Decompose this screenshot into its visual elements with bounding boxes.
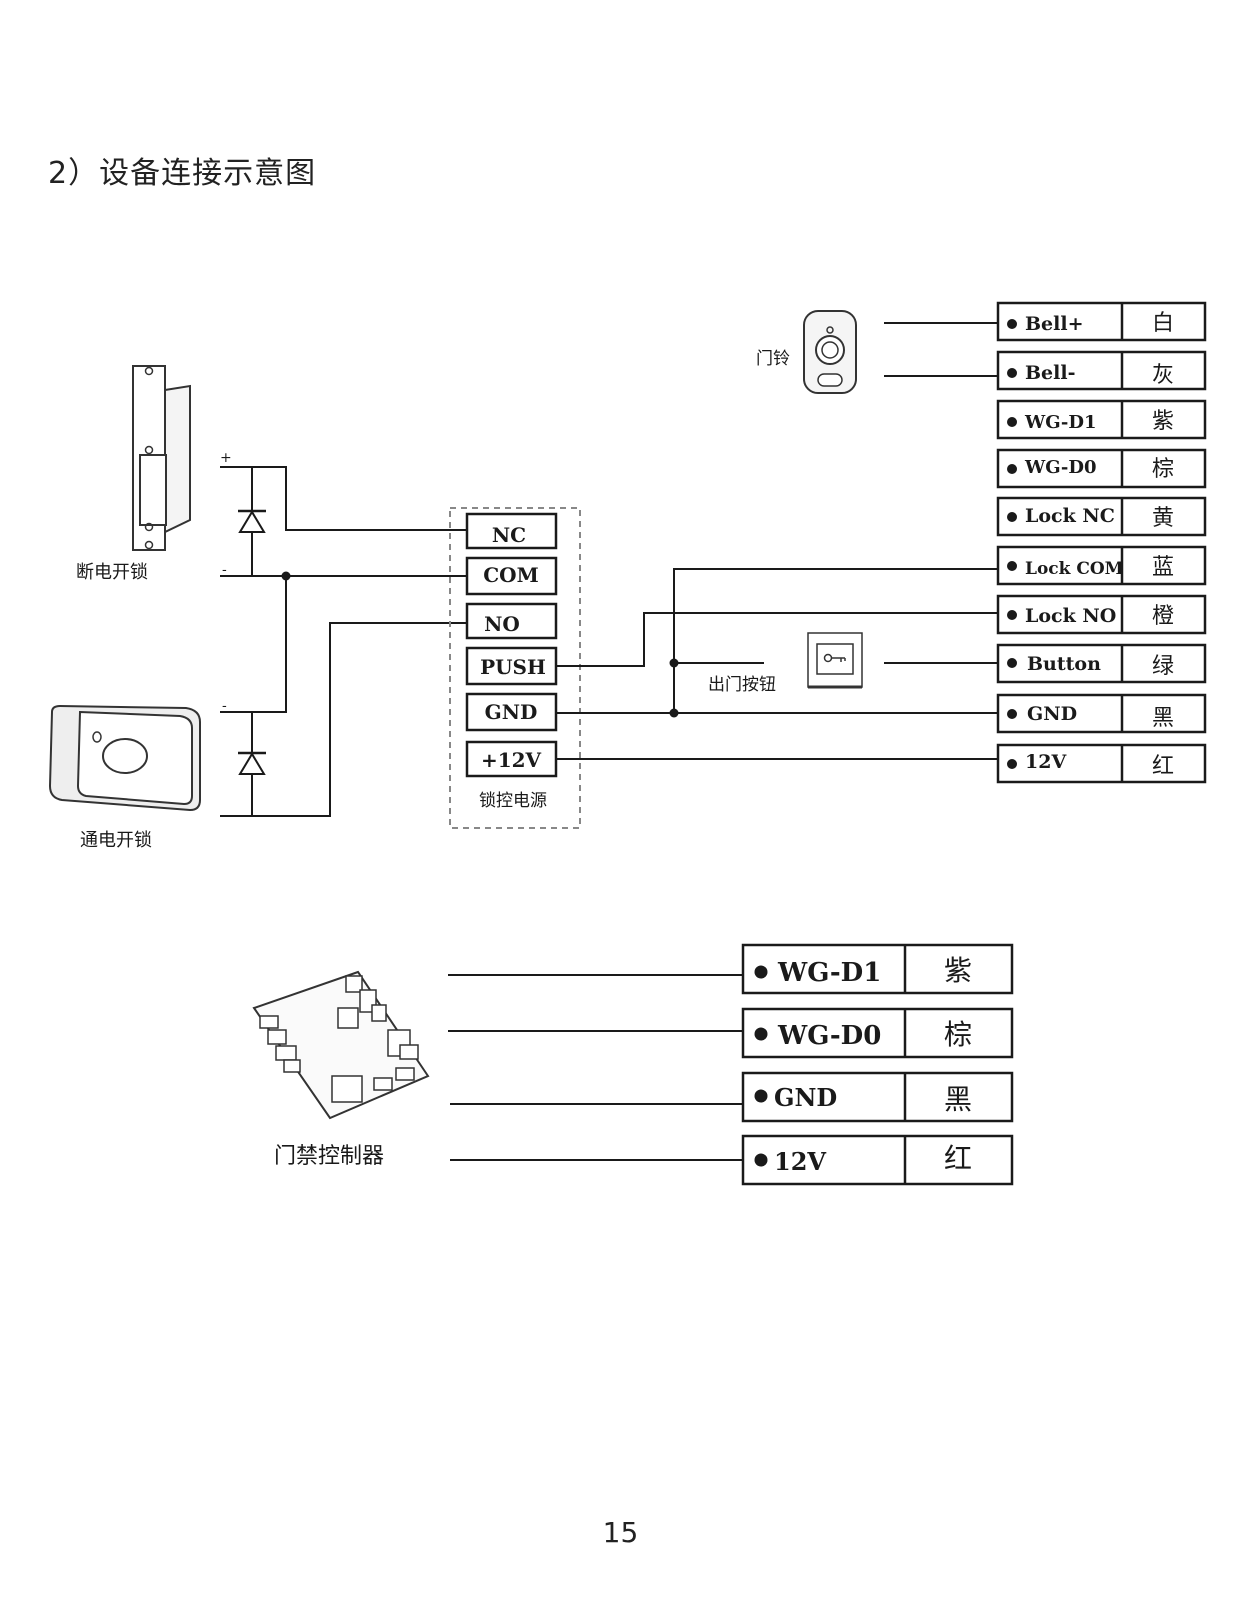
wire-signal-label: Bell+: [1025, 313, 1084, 335]
wire-color-label: 白: [1152, 311, 1174, 336]
section-title: 2）设备连接示意图: [48, 156, 317, 191]
terminal-push: [465, 646, 558, 686]
terminal-label: +12V: [481, 748, 542, 772]
strike-lock-label: 断电开锁: [76, 562, 148, 583]
terminal-label: NC: [492, 523, 526, 547]
wire-signal-label: GND: [1027, 703, 1077, 725]
diode-icon: [238, 509, 266, 533]
diode-icon: [238, 751, 266, 775]
wire-signal-label: Button: [1027, 653, 1101, 675]
wire-signal-label: Lock NC: [1025, 505, 1115, 527]
lock2-minus-label: -: [222, 698, 227, 714]
doorbell-icon: [803, 310, 857, 394]
power-supply-label: 锁控电源: [479, 791, 547, 811]
terminal-com: [465, 556, 558, 596]
wire-signal-label: 12V: [1025, 751, 1067, 773]
power-supply-outline: [449, 507, 581, 829]
exit-button-label: 出门按钮: [708, 675, 776, 695]
wire-signal-label: WG-D1: [777, 958, 881, 988]
terminal-label: GND: [485, 700, 538, 724]
page-number: 15: [602, 1516, 639, 1549]
controller-label: 门禁控制器: [274, 1144, 384, 1169]
wire-color-label: 紫: [1152, 409, 1174, 434]
reader-wire-table: Bell+ Bell- WG-D1 WG-D0 Lock NC Lock COM…: [996, 301, 1207, 784]
wire-color-label: 红: [1152, 754, 1174, 779]
wire-color-label: 蓝: [1152, 555, 1174, 580]
controller-wiring: [448, 974, 743, 1161]
terminal-label: PUSH: [480, 655, 546, 679]
wire-color-label: 棕: [1152, 457, 1174, 482]
wire-signal-label: Lock COM: [1025, 559, 1124, 579]
strike-lock-icon: [132, 365, 191, 551]
wire-color-label: 紫: [944, 954, 972, 987]
terminal-12v: [465, 740, 558, 778]
controller-board-icon: [252, 970, 430, 1120]
wire-signal-label: GND: [774, 1083, 837, 1112]
lock1-plus-label: +: [220, 450, 232, 466]
doorbell-label: 门铃: [756, 349, 790, 369]
wire-signal-label: WG-D1: [1024, 412, 1097, 433]
terminal-nc: [465, 512, 558, 550]
rim-lock-icon: [48, 704, 201, 812]
wire-color-label: 黄: [1152, 506, 1174, 531]
supply-wiring: [556, 322, 998, 760]
wire-color-label: 黑: [1152, 706, 1174, 731]
wire-signal-label: Bell-: [1025, 362, 1075, 384]
terminal-no: [465, 602, 558, 640]
lock1-minus-label: -: [222, 562, 227, 578]
terminal-label: NO: [484, 612, 520, 636]
wire-signal-label: WG-D0: [1024, 457, 1097, 478]
exit-button-icon: [807, 632, 863, 689]
wire-color-label: 绿: [1152, 654, 1174, 679]
wire-color-label: 灰: [1152, 363, 1174, 388]
wire-signal-label: WG-D0: [777, 1021, 881, 1051]
wire-signal-label: Lock NO: [1025, 605, 1116, 627]
terminal-label: COM: [483, 563, 538, 587]
rim-lock-label: 通电开锁: [80, 830, 152, 851]
wire-color-label: 橙: [1152, 604, 1174, 629]
power-supply-terminals: NC COM NO PUSH GND +12V: [465, 512, 558, 778]
wire-signal-label: 12V: [774, 1147, 826, 1176]
controller-wire-table: WG-D1 WG-D0 GND 12V 紫 棕 黑 红: [741, 943, 1014, 1186]
wire-color-label: 棕: [944, 1018, 972, 1051]
wire-color-label: 黑: [944, 1083, 972, 1116]
wire-color-label: 红: [944, 1142, 972, 1175]
